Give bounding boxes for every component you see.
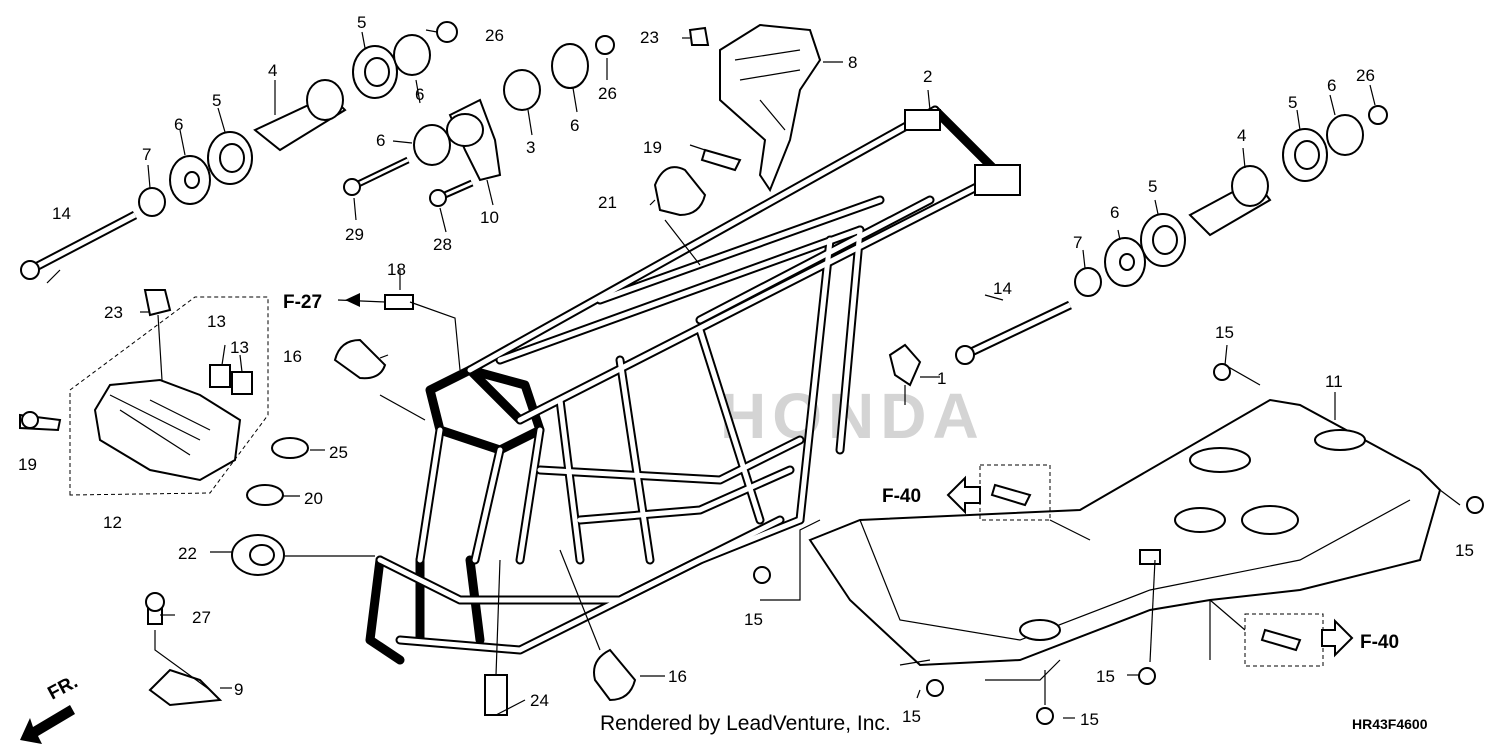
callout-23-left[interactable]: 23 bbox=[104, 303, 123, 322]
callout-20[interactable]: 20 bbox=[304, 489, 323, 508]
callout-6-a[interactable]: 6 bbox=[415, 85, 424, 104]
callout-26-c[interactable]: 26 bbox=[1356, 66, 1375, 85]
callout-18[interactable]: 18 bbox=[387, 260, 406, 279]
callout-27[interactable]: 27 bbox=[192, 608, 211, 627]
callout-25[interactable]: 25 bbox=[329, 443, 348, 462]
callout-1[interactable]: 1 bbox=[937, 369, 946, 388]
callout-5-d[interactable]: 5 bbox=[1148, 177, 1157, 196]
leader-lines bbox=[46, 29, 1461, 719]
f27-arrow-icon bbox=[345, 293, 360, 307]
upper-bracket bbox=[688, 23, 822, 193]
callout-28[interactable]: 28 bbox=[433, 235, 452, 254]
callout-16-lower[interactable]: 16 bbox=[668, 667, 687, 686]
f40-detail-box-right bbox=[1244, 613, 1324, 667]
f40-left-arrow-icon bbox=[946, 475, 981, 515]
callout-9[interactable]: 9 bbox=[234, 680, 243, 699]
callout-15-a[interactable]: 15 bbox=[1215, 323, 1234, 342]
ref-f27[interactable]: F-27 bbox=[283, 292, 322, 313]
callout-26-a[interactable]: 26 bbox=[485, 26, 504, 45]
ref-f40-left[interactable]: F-40 bbox=[882, 486, 921, 507]
callout-5-c[interactable]: 5 bbox=[1288, 93, 1297, 112]
callout-8[interactable]: 8 bbox=[848, 53, 857, 72]
callout-7-left[interactable]: 7 bbox=[142, 145, 151, 164]
skid-plate bbox=[808, 398, 1442, 667]
f40-detail-box-left bbox=[979, 464, 1051, 521]
center-pivot-assembly bbox=[343, 35, 615, 207]
callout-4-left[interactable]: 4 bbox=[268, 61, 277, 80]
callout-29[interactable]: 29 bbox=[345, 225, 364, 244]
left-axle-assembly bbox=[20, 21, 458, 280]
frame-body bbox=[365, 105, 1021, 665]
callout-19-upper[interactable]: 19 bbox=[643, 138, 662, 157]
callout-7-right[interactable]: 7 bbox=[1073, 233, 1082, 252]
callout-14-right[interactable]: 14 bbox=[993, 279, 1012, 298]
right-axle-assembly bbox=[955, 105, 1388, 365]
callout-6-b[interactable]: 6 bbox=[174, 115, 183, 134]
bracket-group-outline bbox=[69, 296, 269, 496]
small-fasteners bbox=[19, 166, 1484, 725]
callout-23-upper[interactable]: 23 bbox=[640, 28, 659, 47]
callout-24[interactable]: 24 bbox=[530, 691, 549, 710]
callout-10[interactable]: 10 bbox=[480, 208, 499, 227]
callout-12[interactable]: 12 bbox=[103, 513, 122, 532]
front-direction-label: FR. bbox=[44, 672, 81, 705]
callout-22[interactable]: 22 bbox=[178, 544, 197, 563]
callout-2[interactable]: 2 bbox=[923, 67, 932, 86]
callout-26-b[interactable]: 26 bbox=[598, 84, 617, 103]
callout-15-c[interactable]: 15 bbox=[1455, 541, 1474, 560]
callout-4-right[interactable]: 4 bbox=[1237, 126, 1246, 145]
callout-15-e[interactable]: 15 bbox=[1096, 667, 1115, 686]
callout-6-c[interactable]: 6 bbox=[376, 131, 385, 150]
callout-19-left[interactable]: 19 bbox=[18, 455, 37, 474]
ref-f40-right[interactable]: F-40 bbox=[1360, 632, 1399, 653]
callout-16-upper[interactable]: 16 bbox=[283, 347, 302, 366]
callouts: 1 2 3 4 4 5 5 5 5 6 6 6 6 6 6 7 7 8 9 10… bbox=[18, 13, 1474, 729]
f40-right-arrow-icon bbox=[1321, 618, 1354, 658]
callout-21[interactable]: 21 bbox=[598, 193, 617, 212]
watermark: HONDA bbox=[720, 380, 985, 452]
callout-15-b[interactable]: 15 bbox=[744, 610, 763, 629]
rendered-by-credit: Rendered by LeadVenture, Inc. bbox=[600, 712, 891, 735]
front-direction-arrow-icon bbox=[20, 705, 75, 744]
callout-15-d[interactable]: 15 bbox=[902, 707, 921, 726]
callout-6-d[interactable]: 6 bbox=[570, 116, 579, 135]
callout-5-b[interactable]: 5 bbox=[212, 91, 221, 110]
diagram-code: HR43F4600 bbox=[1352, 716, 1428, 732]
callout-11[interactable]: 11 bbox=[1325, 372, 1343, 391]
callout-5-a[interactable]: 5 bbox=[357, 13, 366, 32]
callout-13-b[interactable]: 13 bbox=[230, 338, 249, 357]
callout-6-e[interactable]: 6 bbox=[1327, 76, 1336, 95]
callout-6-f[interactable]: 6 bbox=[1110, 203, 1119, 222]
callout-14-left[interactable]: 14 bbox=[52, 204, 71, 223]
steering-bracket bbox=[93, 289, 242, 482]
callout-3[interactable]: 3 bbox=[526, 138, 535, 157]
callout-13-a[interactable]: 13 bbox=[207, 312, 226, 331]
callout-15-f[interactable]: 15 bbox=[1080, 710, 1099, 729]
